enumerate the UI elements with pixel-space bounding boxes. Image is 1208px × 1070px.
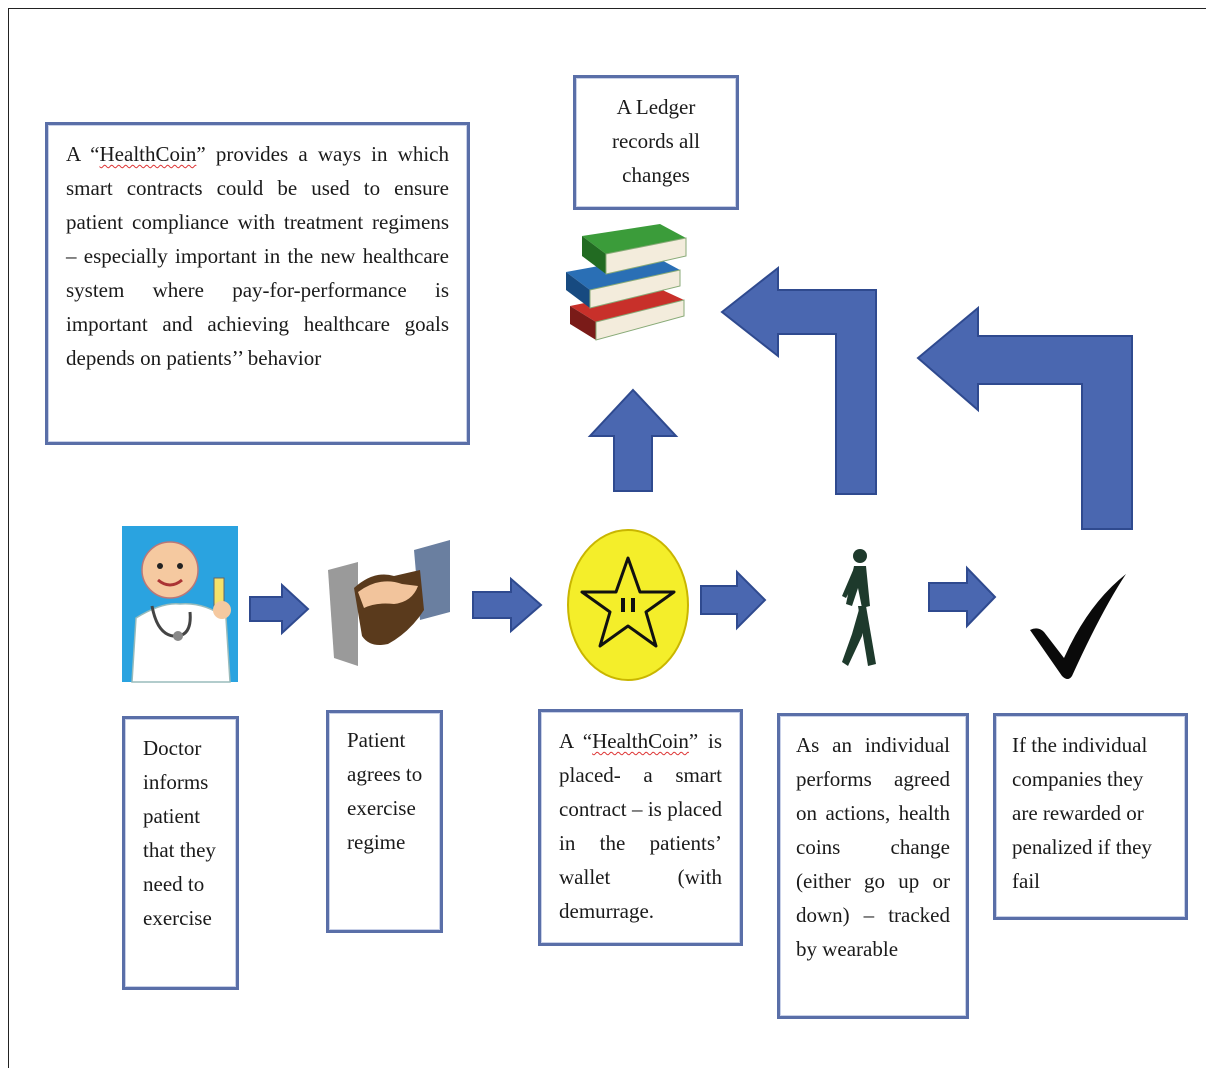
ledger-box: A Ledger records all changes (573, 75, 739, 210)
arrow-right-2 (472, 576, 543, 634)
step-box-outcome: If the individual companies they are rew… (993, 713, 1188, 920)
step-text-doctor: Doctor informs patient that they need to… (143, 736, 216, 930)
step-text-patient: Patient agrees to exercise regime (347, 728, 423, 854)
coin-prefix: A “ (559, 729, 593, 753)
checkmark-icon (1030, 574, 1126, 679)
step-box-doctor: Doctor informs patient that they need to… (122, 716, 239, 990)
ledger-text: A Ledger records all changes (611, 95, 701, 187)
step-box-coin: A “HealthCoin” is placed- a smart contra… (538, 709, 743, 946)
step-text-individual: As an individual performs agreed on acti… (796, 733, 950, 961)
step-box-individual: As an individual performs agreed on acti… (777, 713, 969, 1019)
intro-prefix: A “ (66, 142, 100, 166)
walking-person-icon (842, 549, 876, 666)
step-box-patient: Patient agrees to exercise regime (326, 710, 443, 933)
intro-rest: ” provides a ways in which smart contrac… (66, 142, 450, 370)
arrow-elbow-2 (916, 305, 1133, 530)
coin-rest: ” is placed- a smart contract – is place… (559, 729, 723, 923)
intro-box: A “HealthCoin” provides a ways in which … (45, 122, 470, 445)
arrow-right-3 (700, 569, 767, 631)
arrow-right-4 (928, 565, 997, 629)
arrow-elbow-1 (720, 265, 877, 495)
arrow-up-to-ledger (587, 388, 679, 492)
coin-brand: HealthCoin (592, 729, 689, 753)
books-icon (566, 224, 687, 341)
doctor-icon (122, 526, 238, 683)
star-coin-icon (567, 529, 689, 681)
handshake-icon (328, 540, 450, 666)
intro-brand: HealthCoin (99, 142, 197, 166)
step-text-outcome: If the individual companies they are rew… (1012, 733, 1152, 893)
figure-frame (8, 8, 1206, 1068)
arrow-right-1 (249, 582, 310, 636)
